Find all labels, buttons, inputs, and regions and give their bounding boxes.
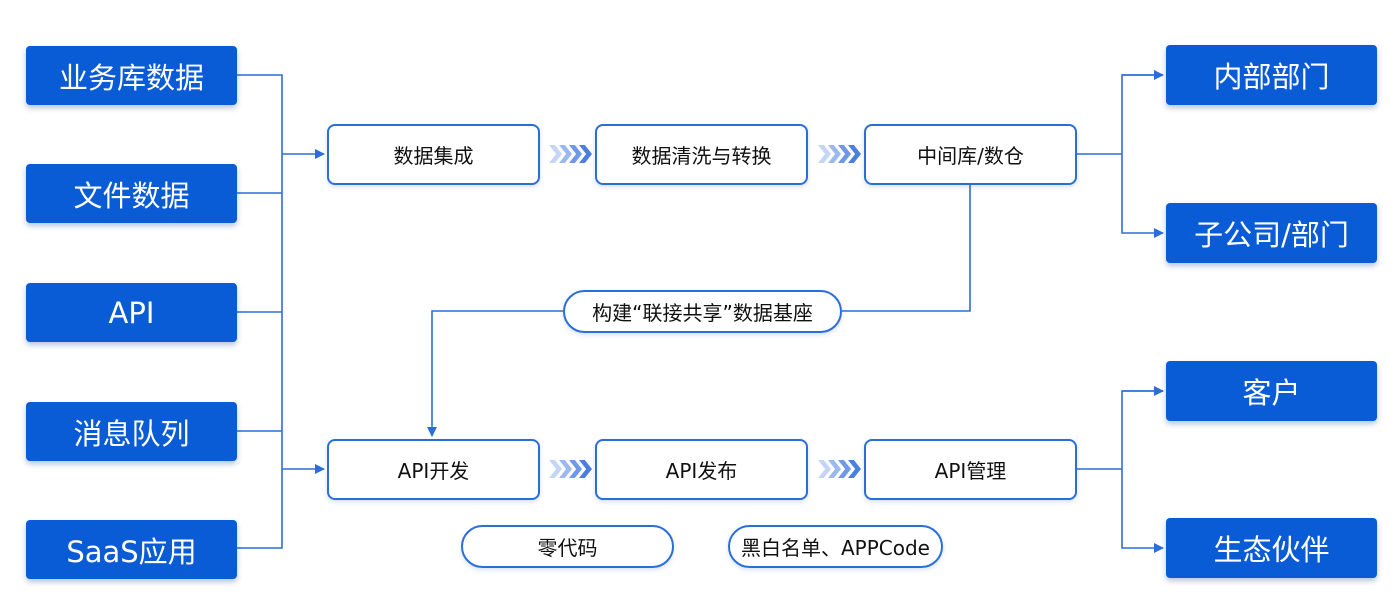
step-warehouse: 中间库/数仓	[864, 124, 1077, 185]
source-message-queue: 消息队列	[26, 402, 237, 461]
feature-whitelist-appcode: 黑白名单、APPCode	[728, 525, 943, 568]
chevron-arrow-icon	[549, 145, 592, 163]
chevron-arrow-icon	[818, 460, 861, 478]
target-internal-dept: 内部部门	[1166, 45, 1377, 105]
middle-to-api-dev-line	[427, 310, 563, 437]
step-data-integration: 数据集成	[327, 124, 540, 185]
source-saas-app: SaaS应用	[26, 520, 237, 579]
source-bus-line	[237, 74, 283, 549]
warehouse-down-line	[842, 185, 971, 312]
target-subsidiary: 子公司/部门	[1166, 203, 1377, 263]
targets-bottom-bus	[1077, 390, 1163, 548]
step-api-publish: API发布	[595, 439, 808, 500]
target-ecosystem-partner: 生态伙伴	[1166, 518, 1377, 578]
data-foundation-label: 构建“联接共享”数据基座	[563, 290, 842, 333]
source-file-data: 文件数据	[26, 164, 237, 223]
feature-zero-code: 零代码	[461, 525, 674, 568]
step-api-management: API管理	[864, 439, 1077, 500]
source-business-db: 业务库数据	[26, 46, 237, 105]
target-customer: 客户	[1166, 361, 1377, 421]
step-api-development: API开发	[327, 439, 540, 500]
targets-top-bus	[1077, 74, 1163, 233]
source-api: API	[26, 283, 237, 342]
chevron-arrow-icon	[818, 145, 861, 163]
chevron-arrow-icon	[549, 460, 592, 478]
step-data-cleansing: 数据清洗与转换	[595, 124, 808, 185]
